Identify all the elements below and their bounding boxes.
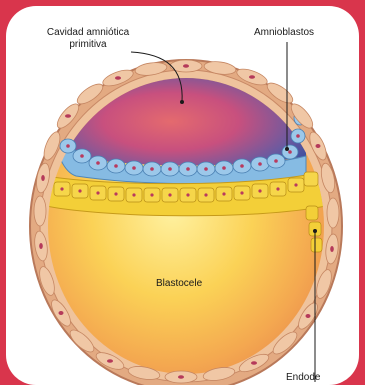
label-amnioblastos: Amnioblastos: [254, 27, 314, 39]
label-cavidad-amniotica: Cavidad amniótica primitiva: [28, 27, 148, 51]
label-blastocele: Blastocele: [156, 278, 202, 290]
label-cavity-line2: primitiva: [28, 39, 148, 51]
label-endodermo: Endode: [286, 372, 320, 384]
diagram-card: Cavidad amniótica primitiva Amnioblastos…: [6, 6, 359, 385]
label-cavity-line1: Cavidad amniótica: [28, 27, 148, 39]
embryo-illustration: [6, 6, 359, 385]
